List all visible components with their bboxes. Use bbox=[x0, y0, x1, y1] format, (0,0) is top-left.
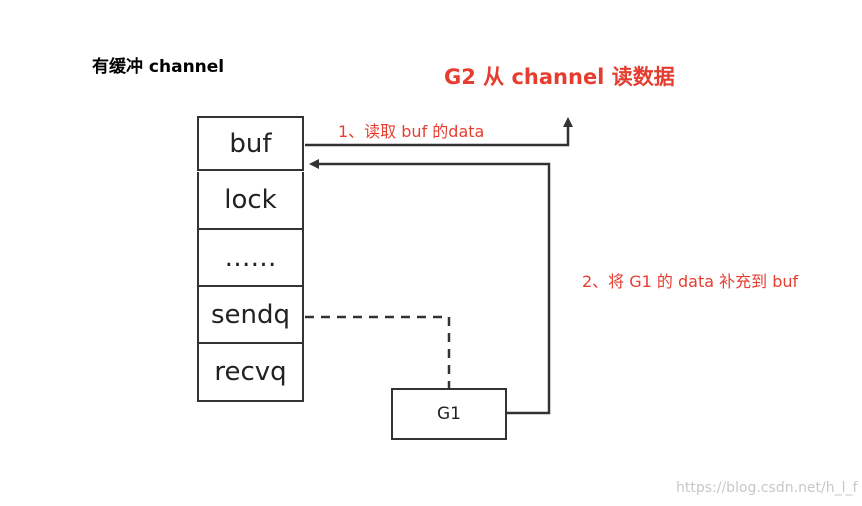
diagram-title: 有缓冲 channel bbox=[92, 57, 225, 77]
channel-field-buf: buf bbox=[197, 116, 304, 171]
sendq-link-dashed bbox=[305, 315, 451, 388]
step-refill-label: 2、将 G1 的 data 补充到 buf bbox=[582, 272, 799, 291]
channel-field-sendq: sendq bbox=[197, 287, 304, 344]
channel-field-ellipsis: …… bbox=[197, 230, 304, 287]
goroutine-g1-box: G1 bbox=[391, 388, 507, 440]
headline: G2 从 channel 读数据 bbox=[444, 65, 675, 89]
step-read-label: 1、读取 buf 的data bbox=[338, 122, 485, 141]
watermark: https://blog.csdn.net/h_l_f bbox=[676, 480, 858, 496]
channel-field-lock: lock bbox=[197, 172, 304, 230]
read-arrow bbox=[305, 117, 573, 147]
refill-arrow bbox=[309, 159, 551, 415]
channel-field-recvq: recvq bbox=[197, 344, 304, 402]
